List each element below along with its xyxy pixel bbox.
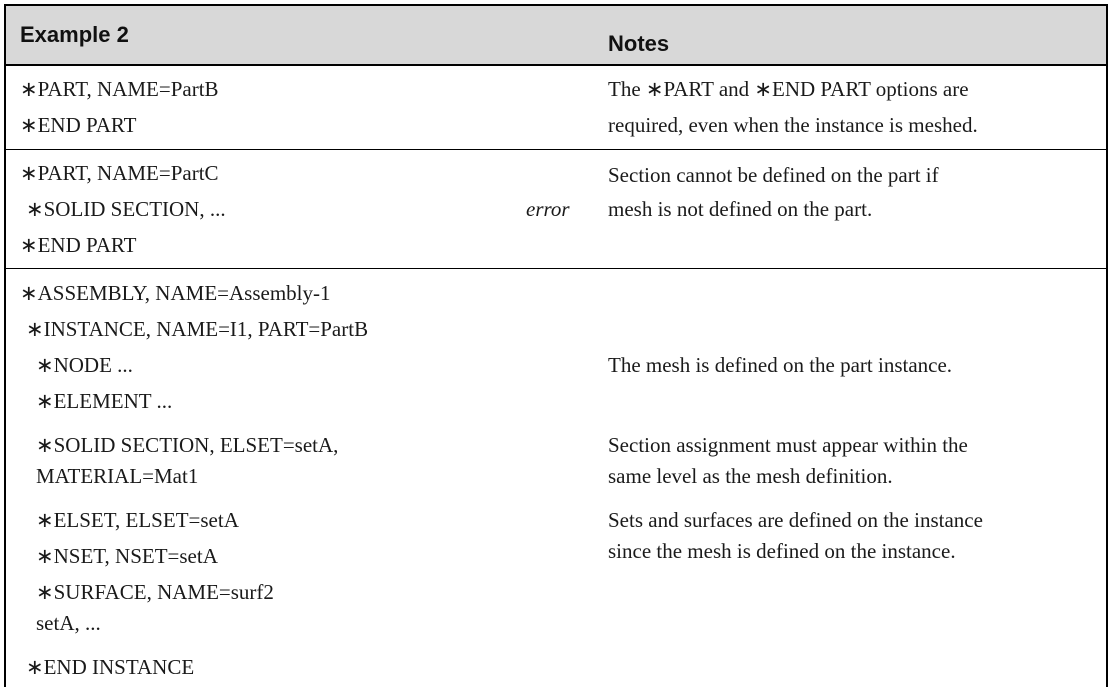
note-line: mesh is not defined on the part. xyxy=(608,197,873,221)
code-line: ∗SURFACE, NAME=surf2 xyxy=(36,580,274,604)
note-line: same level as the mesh definition. xyxy=(608,464,893,488)
code-line: ∗END PART xyxy=(20,233,137,257)
code-line: ∗SOLID SECTION, ... xyxy=(26,197,226,221)
note-line: Section cannot be defined on the part if xyxy=(608,163,939,187)
code-line: ∗SOLID SECTION, ELSET=setA, xyxy=(36,433,339,457)
example-table: Example 2 Notes ∗PART, NAME=PartB ∗END P… xyxy=(4,4,1108,687)
code-line: setA, ... xyxy=(36,611,101,635)
code-line: ∗ELSET, ELSET=setA xyxy=(36,508,239,532)
header-example: Example 2 xyxy=(20,22,129,47)
error-label: error xyxy=(526,197,570,221)
code-line: ∗ELEMENT ... xyxy=(36,389,173,413)
code-line: ∗PART, NAME=PartC xyxy=(20,161,219,185)
row-divider xyxy=(6,268,1106,269)
code-line: ∗ASSEMBLY, NAME=Assembly-1 xyxy=(20,281,331,305)
note-line: Sets and surfaces are defined on the ins… xyxy=(608,508,983,532)
row-divider xyxy=(6,149,1106,150)
code-line: ∗NSET, NSET=setA xyxy=(36,544,218,568)
note-line: The ∗PART and ∗END PART options are xyxy=(608,77,969,101)
table-header: Example 2 Notes xyxy=(6,6,1106,66)
note-line: Section assignment must appear within th… xyxy=(608,433,968,457)
code-line: ∗END PART xyxy=(20,113,137,137)
note-line: since the mesh is defined on the instanc… xyxy=(608,539,956,563)
code-line: MATERIAL=Mat1 xyxy=(36,464,199,488)
note-line: required, even when the instance is mesh… xyxy=(608,113,978,137)
code-line: ∗INSTANCE, NAME=I1, PART=PartB xyxy=(26,317,369,341)
code-line: ∗NODE ... xyxy=(36,353,133,377)
note-line: The mesh is defined on the part instance… xyxy=(608,353,953,377)
header-notes: Notes xyxy=(608,31,670,56)
code-line: ∗END INSTANCE xyxy=(26,655,195,679)
code-line: ∗PART, NAME=PartB xyxy=(20,77,219,101)
